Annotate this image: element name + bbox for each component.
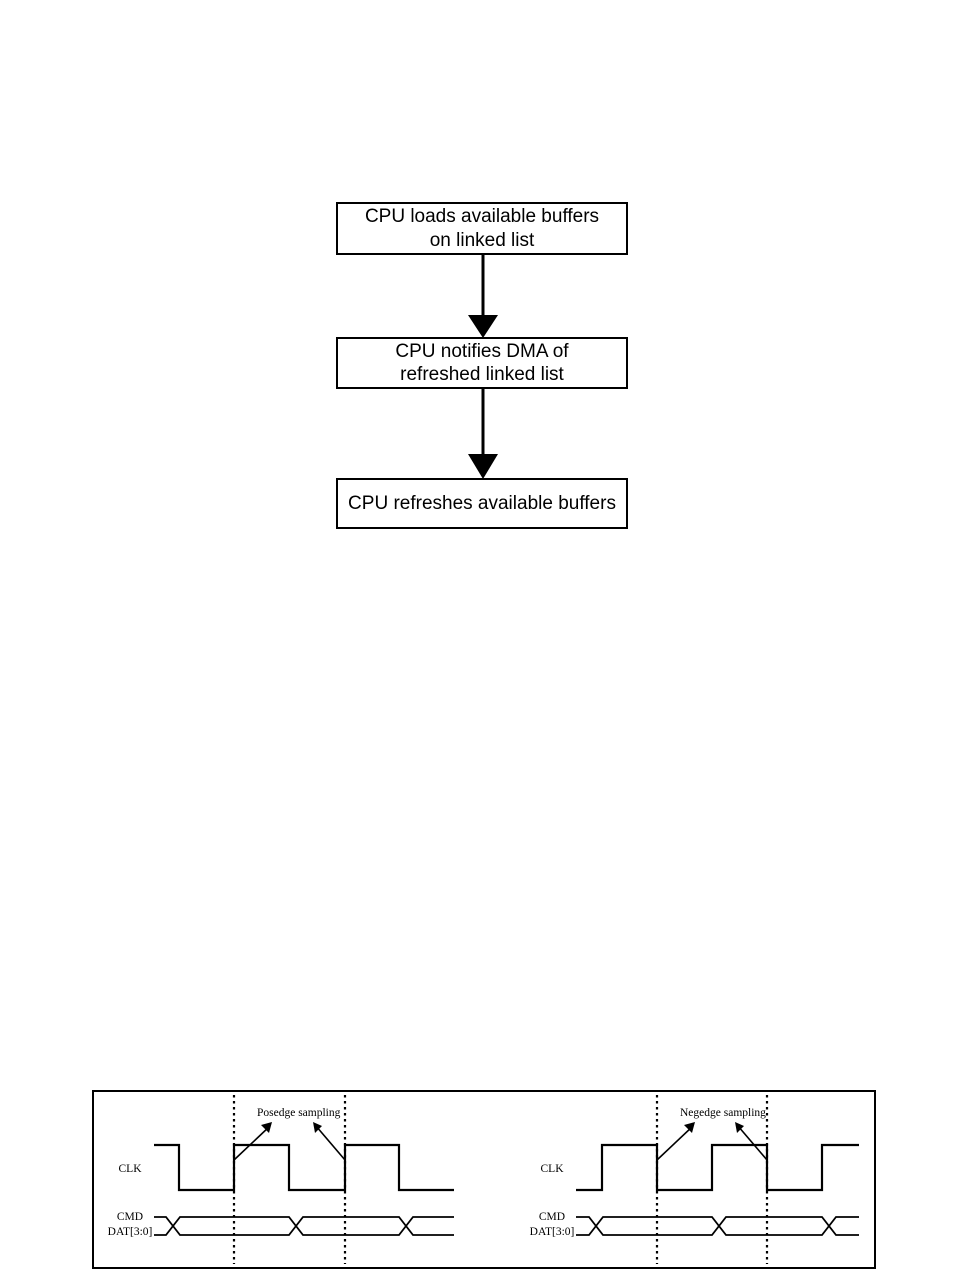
flow-node-cpu-notifies-dma: CPU notifies DMA of refreshed linked lis… [336, 337, 628, 389]
signal-label-cmd: CMD [539, 1211, 565, 1223]
timing-diagram-canvas: Posedge sampling CLK CMD DAT[3:0] [108, 1095, 859, 1264]
posedge-sampling-label: Posedge sampling [257, 1107, 341, 1119]
flow-connector-arrow-2 [468, 389, 498, 479]
clk-waveform [154, 1143, 454, 1192]
flowchart-diagram: CPU loads available buffers on linked li… [0, 0, 964, 560]
flow-node-label: CPU refreshes available buffers [348, 492, 616, 514]
data-bus-waveform [576, 1216, 859, 1236]
signal-label-clk: CLK [541, 1163, 565, 1175]
flow-connector-arrow-1 [468, 255, 498, 338]
posedge-panel: Posedge sampling CLK CMD DAT[3:0] [108, 1095, 454, 1264]
signal-label-cmd: CMD [117, 1211, 143, 1223]
flow-node-cpu-loads-buffers: CPU loads available buffers on linked li… [336, 202, 628, 255]
flow-node-cpu-refreshes-buffers: CPU refreshes available buffers [336, 478, 628, 529]
annotation-arrow [233, 1122, 272, 1161]
annotation-arrow [313, 1122, 346, 1161]
negedge-sampling-label: Negedge sampling [680, 1107, 766, 1119]
clk-waveform [576, 1143, 859, 1192]
signal-label-dat: DAT[3:0] [108, 1226, 153, 1238]
signal-label-clk: CLK [119, 1163, 143, 1175]
flow-node-label: CPU loads available buffers on linked li… [364, 206, 600, 251]
negedge-panel: Negedge sampling CLK CMD DAT[3:0] [530, 1095, 859, 1264]
annotation-arrow [735, 1122, 768, 1161]
timing-diagram-figure: Posedge sampling CLK CMD DAT[3:0] [92, 1090, 876, 1269]
annotation-arrow [656, 1122, 695, 1161]
signal-label-dat: DAT[3:0] [530, 1226, 575, 1238]
flow-node-label: CPU notifies DMA of refreshed linked lis… [395, 340, 569, 385]
data-bus-waveform [154, 1216, 454, 1236]
